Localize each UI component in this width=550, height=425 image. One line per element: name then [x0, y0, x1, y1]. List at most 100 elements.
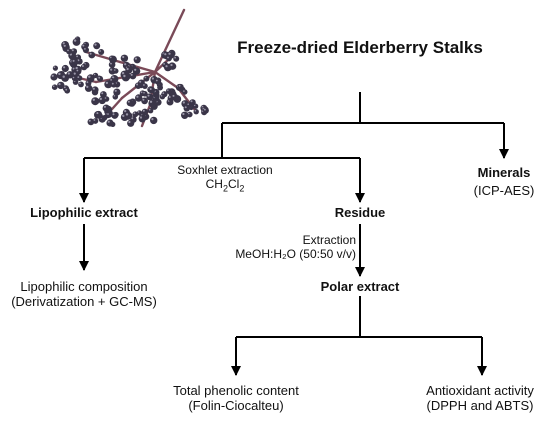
- berry: [110, 81, 117, 88]
- berry-highlight: [101, 92, 104, 95]
- berry-highlight: [144, 76, 147, 79]
- berry-highlight: [162, 92, 165, 95]
- berry: [138, 115, 146, 123]
- berry-highlight: [76, 55, 78, 58]
- berry: [169, 62, 177, 70]
- berry: [193, 109, 199, 115]
- berry: [166, 55, 172, 62]
- berry-highlight: [75, 66, 78, 70]
- berry: [70, 48, 78, 55]
- phenolic-title: Total phenolic content: [173, 383, 299, 398]
- node-lipophilic-composition: Lipophilic composition (Derivatization +…: [0, 279, 168, 310]
- berry: [102, 104, 110, 112]
- berry: [75, 68, 82, 75]
- berry-highlight: [63, 66, 66, 69]
- berry: [98, 49, 105, 55]
- berry: [64, 87, 71, 94]
- berry-highlight: [142, 109, 145, 112]
- berry: [112, 94, 119, 100]
- berry: [181, 111, 189, 120]
- berry-highlight: [93, 119, 96, 121]
- node-total-phenolic: Total phenolic content (Folin-Ciocalteu): [156, 383, 316, 414]
- berry-highlight: [155, 79, 158, 82]
- berry-highlight: [77, 76, 80, 78]
- berry-highlight: [133, 112, 136, 115]
- berry-highlight: [124, 110, 127, 113]
- berry: [121, 73, 130, 82]
- berry: [150, 116, 158, 125]
- berry-highlight: [113, 95, 116, 97]
- berry-highlight: [114, 89, 117, 92]
- berry: [82, 46, 89, 54]
- berry-highlight: [103, 105, 106, 108]
- berry-highlight: [93, 73, 96, 76]
- berry: [142, 91, 148, 97]
- berry: [93, 42, 101, 50]
- berry: [50, 73, 58, 81]
- berry-highlight: [58, 72, 61, 76]
- berry: [52, 65, 59, 71]
- minerals-method: (ICP-AES): [473, 183, 535, 198]
- berry-highlight: [122, 114, 125, 118]
- berry-highlight: [190, 100, 193, 103]
- berry-highlight: [110, 79, 112, 81]
- berry-highlight: [184, 106, 187, 109]
- berry-highlight: [164, 53, 167, 56]
- berry: [129, 72, 137, 80]
- berry: [113, 68, 119, 74]
- berry-highlight: [89, 52, 92, 55]
- berry: [182, 89, 188, 95]
- berry-highlight: [204, 108, 206, 111]
- berry-highlight: [139, 116, 143, 119]
- berry-highlight: [53, 66, 56, 68]
- berry-highlight: [112, 113, 115, 116]
- berry-highlight: [187, 112, 190, 115]
- berry: [78, 81, 84, 88]
- berry: [142, 83, 148, 89]
- berry-highlight: [73, 72, 76, 75]
- lipophilic-composition-method: (Derivatization + GC-MS): [11, 293, 157, 309]
- node-lipophilic-extract: Lipophilic extract: [30, 205, 138, 220]
- phenolic-method: (Folin-Ciocalteu): [188, 397, 284, 413]
- berry-highlight: [58, 83, 61, 86]
- diagram-title: Freeze-dried Elderberry Stalks: [237, 38, 483, 57]
- berry-highlight: [63, 44, 66, 47]
- berry: [88, 51, 96, 59]
- berry-highlight: [160, 95, 163, 97]
- berry: [103, 96, 110, 102]
- berry-highlight: [139, 80, 142, 83]
- berry-highlight: [178, 84, 181, 87]
- berry-highlight: [174, 56, 177, 59]
- berry: [127, 119, 135, 127]
- berry: [86, 74, 95, 82]
- berry-highlight: [182, 112, 185, 116]
- berry: [106, 119, 114, 127]
- berry-highlight: [105, 81, 109, 85]
- berry-highlight: [84, 48, 86, 50]
- berry: [91, 86, 99, 94]
- berry-highlight: [107, 120, 110, 123]
- berry: [92, 118, 99, 124]
- berry-highlight: [148, 108, 151, 111]
- berry-highlight: [110, 68, 113, 71]
- berry: [141, 108, 149, 116]
- berry-highlight: [149, 100, 153, 104]
- berry-highlight: [136, 95, 139, 98]
- berry-highlight: [147, 94, 150, 97]
- berry-highlight: [123, 74, 126, 78]
- berry: [177, 83, 184, 90]
- berry-highlight: [143, 84, 145, 86]
- berry-highlight: [167, 89, 169, 91]
- berry-highlight: [168, 96, 171, 98]
- berry: [91, 97, 100, 106]
- berry-highlight: [67, 49, 69, 52]
- extraction-solvent: MeOH:H₂O (50:50 v/v): [235, 246, 356, 261]
- soxhlet-extraction-label: Soxhlet extraction CH2Cl2: [150, 163, 300, 194]
- berry-highlight: [187, 103, 189, 105]
- berry-highlight: [140, 91, 143, 94]
- node-antioxidant: Antioxidant activity (DPPH and ABTS): [412, 383, 548, 414]
- berry-highlight: [151, 118, 154, 121]
- berry-highlight: [73, 39, 77, 42]
- berry-highlight: [52, 85, 55, 87]
